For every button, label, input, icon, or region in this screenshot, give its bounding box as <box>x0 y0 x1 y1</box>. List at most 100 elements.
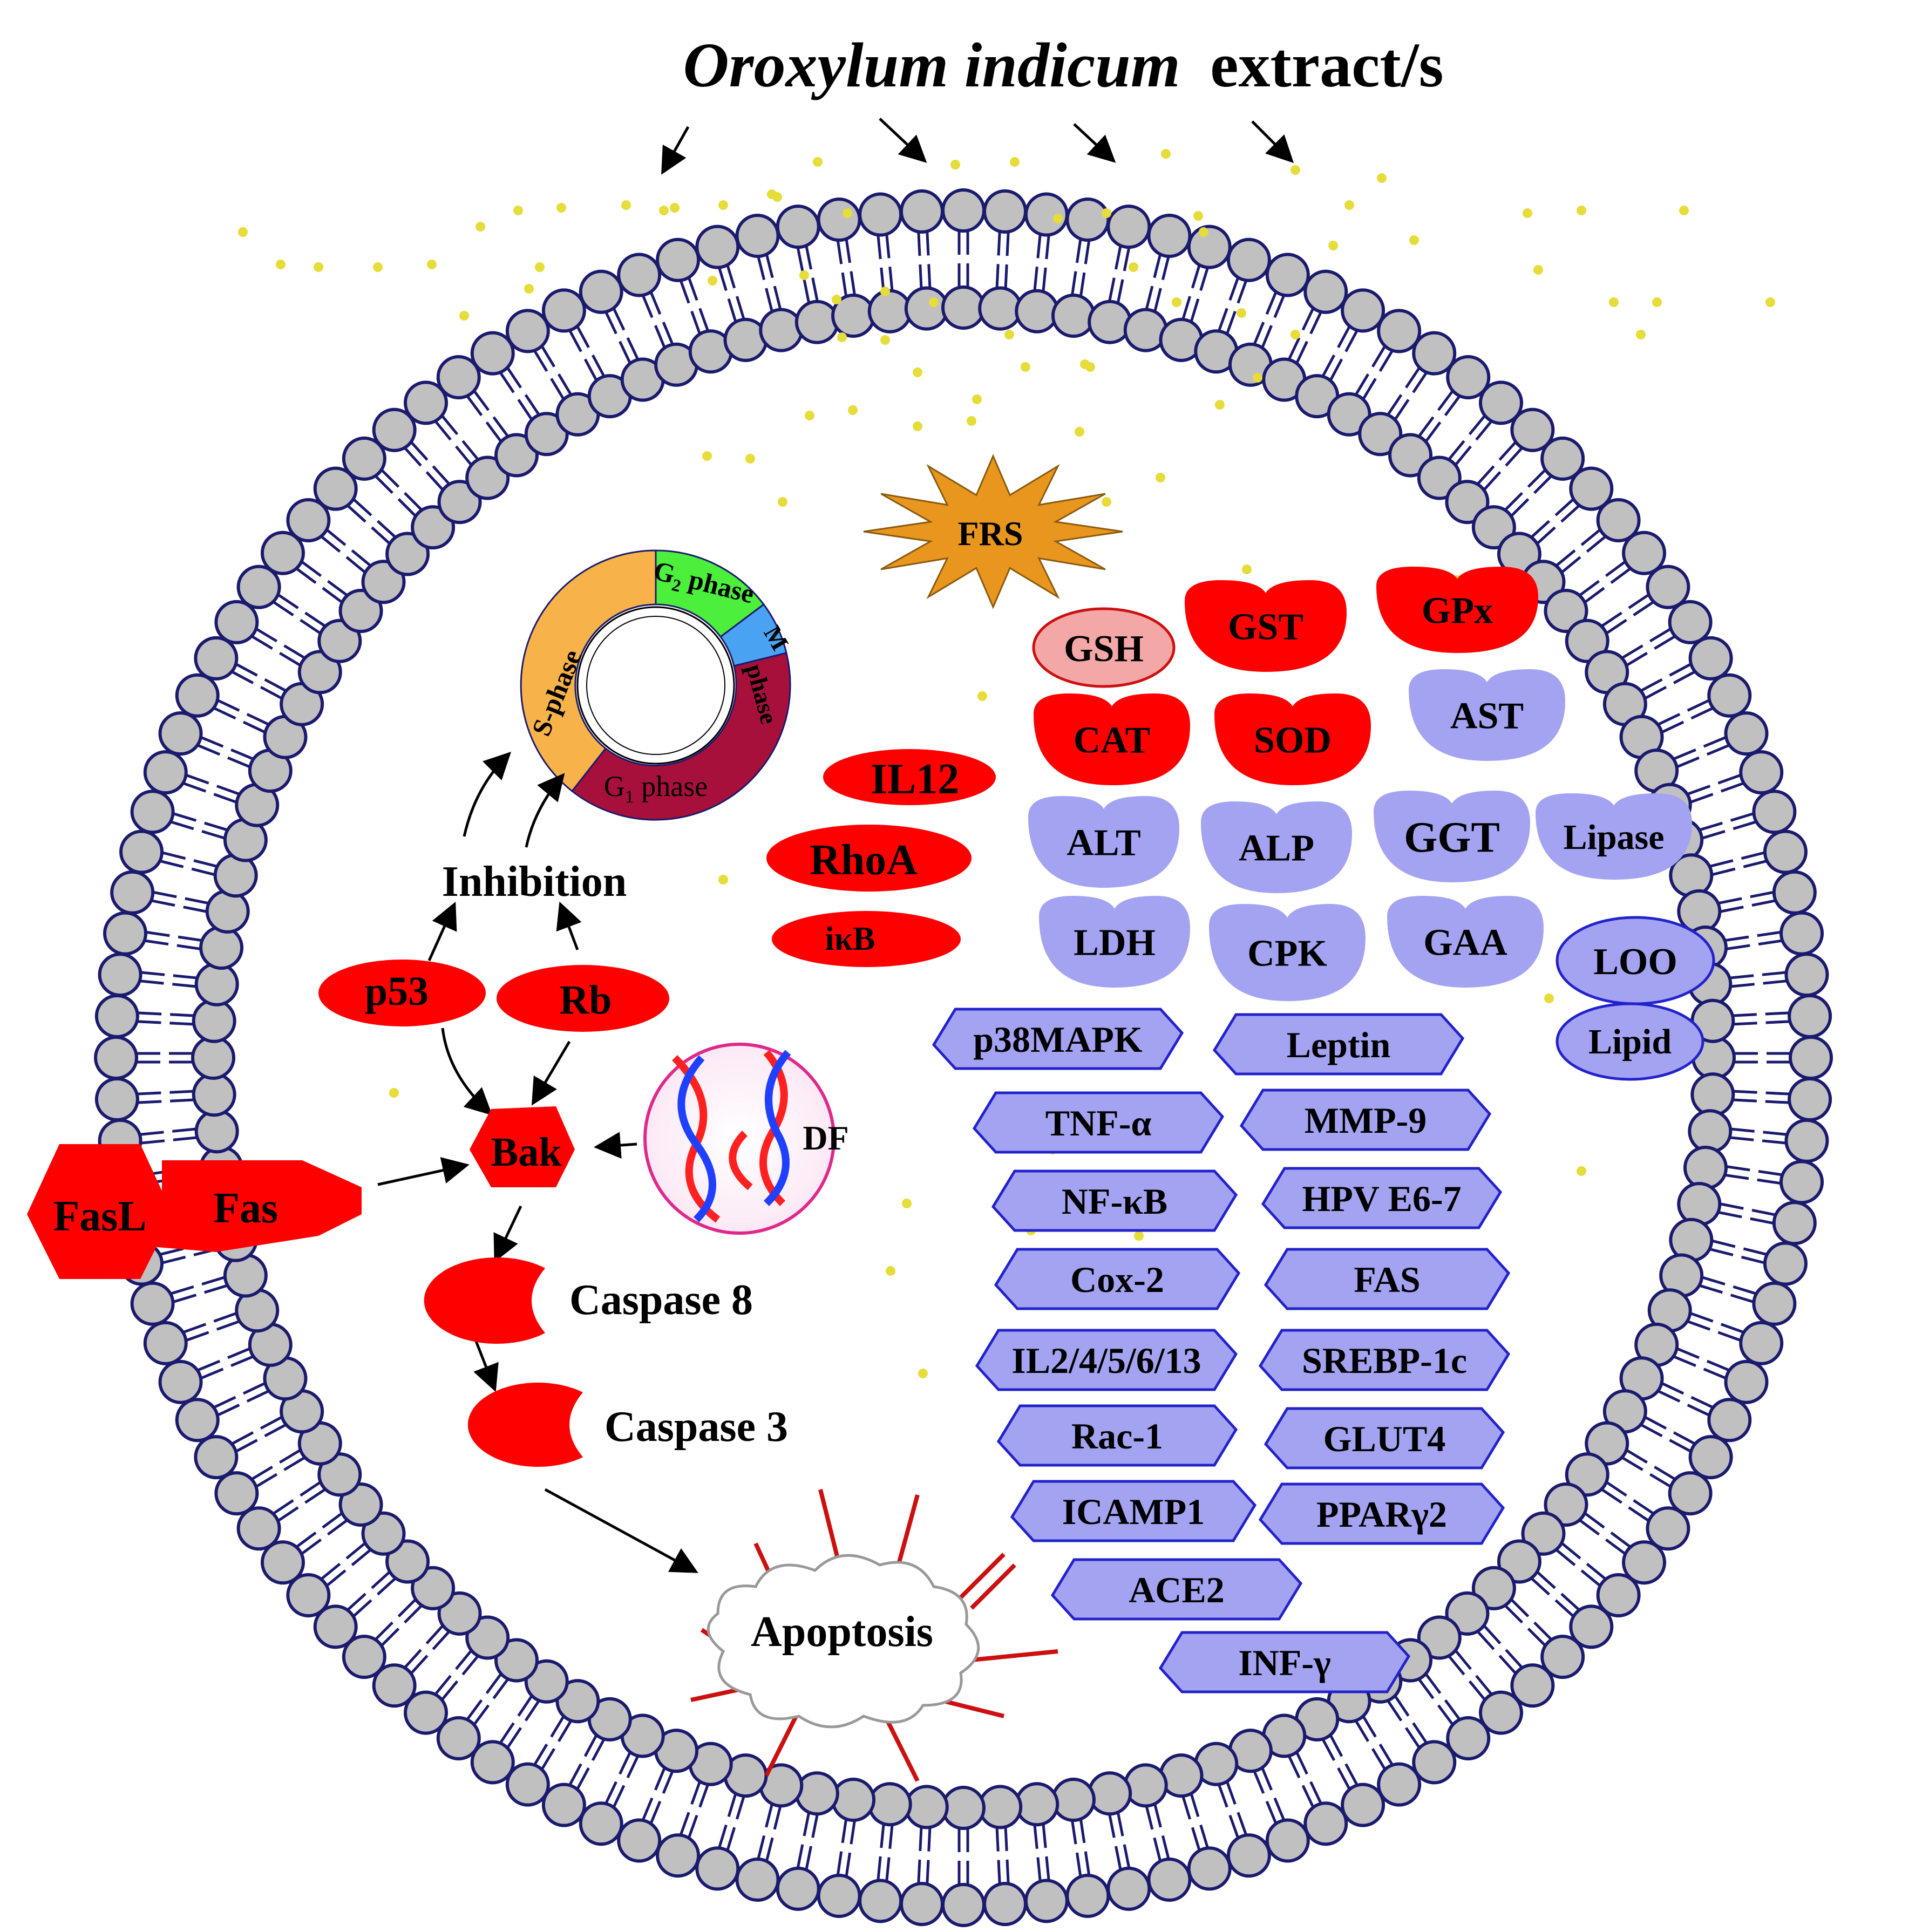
fasl-label: FasL <box>53 1193 146 1240</box>
lipid-tail <box>300 1481 321 1497</box>
lipid-tail <box>1295 341 1308 364</box>
lipid-tail <box>1601 611 1622 628</box>
lipid-tail <box>499 1722 515 1744</box>
lipid-head-outer <box>1688 636 1733 681</box>
lipid-tail <box>1733 1285 1757 1295</box>
lipid-tail <box>1371 345 1386 368</box>
lipid-tail <box>213 1396 236 1409</box>
lipid-tail <box>321 1562 341 1580</box>
lipid-tail <box>296 1531 317 1548</box>
marker-left-6-label: ICAMP1 <box>1062 1491 1205 1532</box>
lipid-tail <box>321 535 341 553</box>
lipid-head-outer <box>1646 564 1690 609</box>
lipid-tail <box>919 1827 923 1851</box>
extract-dot <box>1010 157 1020 167</box>
lipid-tail <box>1676 1347 1700 1359</box>
lipid-tail <box>841 1819 848 1843</box>
extract-dot <box>950 160 960 169</box>
lipid-head-inner <box>1417 455 1462 500</box>
lipid-tail <box>698 1784 709 1808</box>
entry-arrows <box>661 118 1294 175</box>
lipid-head-outer <box>1596 498 1641 543</box>
extract-dot <box>778 497 787 507</box>
marker-right-5-shape <box>1264 1407 1505 1470</box>
lipid-tail <box>805 246 813 270</box>
loo-label: LOO <box>1593 941 1677 983</box>
lipid-tail <box>1261 1767 1273 1791</box>
lipid-head-outer <box>372 407 417 452</box>
lipid-tail <box>230 1355 254 1368</box>
lipid-head-outer <box>1752 790 1797 834</box>
lipid-tail <box>926 232 930 256</box>
lipid-head-inner <box>1388 433 1433 478</box>
marker-right-6-label: PPARγ2 <box>1316 1494 1447 1535</box>
lipid-tail <box>1765 1091 1790 1096</box>
lipid-tail <box>230 748 254 760</box>
lipid-tail <box>765 288 773 312</box>
lipid-head-outer <box>941 1883 986 1927</box>
lipid-tail <box>1084 1851 1091 1875</box>
lipid-tail <box>1605 560 1626 577</box>
lipid-tail <box>926 1860 930 1884</box>
lipid-label: Lipid <box>1588 1022 1672 1062</box>
lipid-tail <box>796 247 804 271</box>
lipid-tail <box>1757 930 1781 937</box>
lipid-tail <box>186 773 209 785</box>
extract-dot <box>1102 208 1111 218</box>
lipid-head-outer <box>94 1077 139 1122</box>
marker-right-2-shape <box>1261 1167 1503 1229</box>
lipid-tail <box>1153 288 1162 312</box>
marker-right-2-label: HPV E6-7 <box>1302 1178 1461 1219</box>
lipid-head-outer <box>143 750 188 795</box>
lipid-head-outer <box>1739 750 1784 795</box>
lipid-tail <box>434 1675 452 1695</box>
lipid-tail <box>485 1673 502 1695</box>
lipid-tail <box>1108 1814 1116 1838</box>
marker-right-3-shape <box>1264 1248 1511 1310</box>
lipid-tail <box>757 256 766 281</box>
lipid-head-inner <box>1471 505 1516 550</box>
rb-label: Rb <box>559 977 612 1023</box>
lipid-tail <box>1477 465 1495 485</box>
lipid-tail <box>1628 594 1649 609</box>
lipid-head-outer <box>130 790 175 834</box>
lipid-tail <box>1762 1139 1787 1145</box>
lipid-tail <box>1404 1727 1421 1749</box>
lipid-tail <box>466 395 483 417</box>
lipid-head-outer <box>1446 1716 1491 1761</box>
lipid-tail <box>1504 492 1523 511</box>
lipid-tail <box>1344 1763 1359 1786</box>
ldh-enzyme-label: LDH <box>1074 922 1156 964</box>
lipid-tail <box>1703 736 1727 748</box>
lipid-tail <box>197 744 221 756</box>
lipid-tail <box>1733 1098 1757 1103</box>
lipid-head-outer <box>1377 1762 1422 1807</box>
extract-dot <box>1533 265 1543 275</box>
lipid-head-outer <box>143 1321 188 1365</box>
lipid-tail <box>517 399 533 420</box>
lipid-head-inner <box>524 412 569 457</box>
lipid-tail <box>176 944 201 950</box>
lipid-tail <box>1580 1569 1601 1587</box>
lipid-tail <box>1161 256 1170 281</box>
g1-phase-segment <box>570 652 791 821</box>
lipid-head-outer <box>541 1783 586 1827</box>
lipid-tail <box>1483 471 1502 491</box>
lipid-tail <box>1355 373 1370 396</box>
extract-dot <box>1129 262 1138 272</box>
marker-left-2-shape <box>991 1169 1238 1232</box>
lipid-tail <box>1579 580 1600 596</box>
lipid-tail <box>1394 399 1410 420</box>
lipid-tail <box>345 556 366 574</box>
lipid-tail <box>1123 1844 1131 1868</box>
lipid-head-inner <box>1015 1782 1059 1827</box>
lipid-tail <box>718 1824 728 1848</box>
lipid-tail <box>917 232 921 256</box>
lipid-head-inner <box>1677 1182 1722 1227</box>
lipid-head-outer <box>1106 205 1151 249</box>
lipid-tail <box>1720 782 1744 793</box>
lipid-head-inner <box>465 455 510 500</box>
lipid-tail <box>836 240 843 264</box>
lipid-tail <box>1108 277 1116 302</box>
extract-dot <box>373 262 383 272</box>
